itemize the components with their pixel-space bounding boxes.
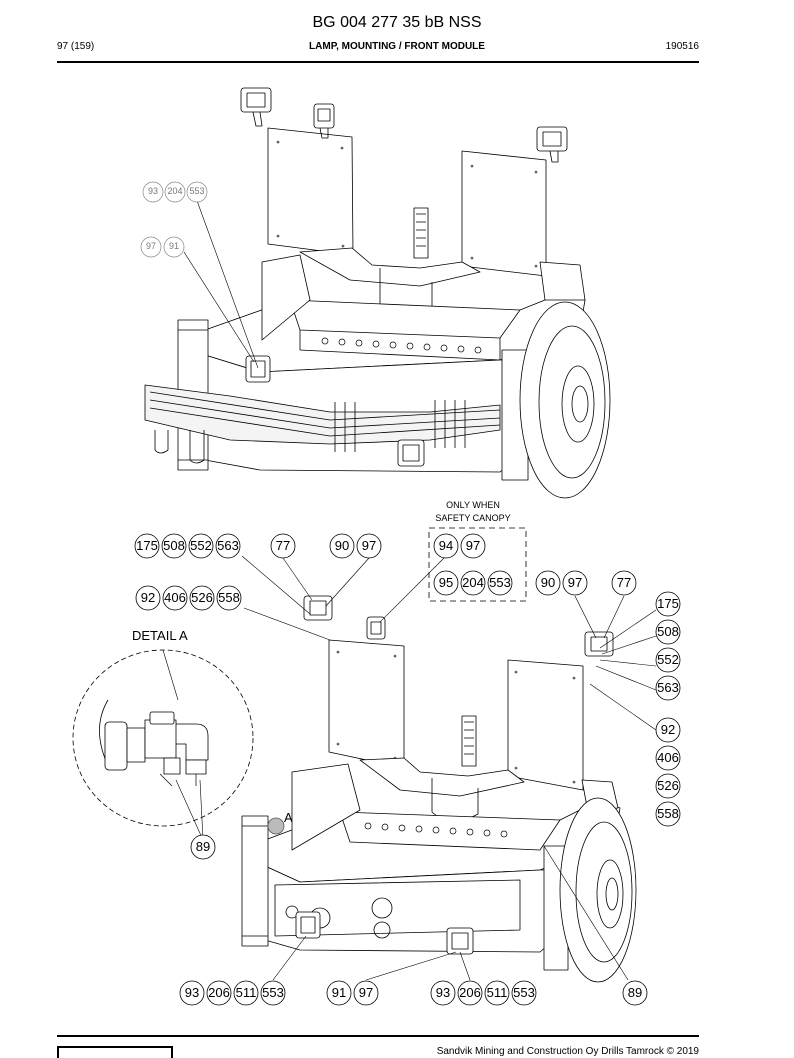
lower-balloon-label: 94 xyxy=(438,537,454,553)
lower-balloon-label: 206 xyxy=(208,984,230,1000)
lower-balloon-label: 91 xyxy=(331,984,347,1000)
lamp-icon xyxy=(313,103,335,139)
lower-balloon-label: 95 xyxy=(438,574,454,590)
upper-balloon-label: 93 xyxy=(147,186,158,197)
lower-balloon-label: 90 xyxy=(334,537,350,553)
section-title: LAMP, MOUNTING / FRONT MODULE xyxy=(309,41,485,52)
lower-balloon-label: 406 xyxy=(164,589,186,605)
lower-balloon-label: 97 xyxy=(358,984,374,1000)
upper-assembly xyxy=(144,87,611,499)
lower-balloon-label: 552 xyxy=(190,537,212,553)
upper-balloon-label: 553 xyxy=(189,186,205,197)
lower-balloon-label: 175 xyxy=(657,595,679,611)
lower-balloon-label: 553 xyxy=(489,574,511,590)
page-number: 97 (159) xyxy=(57,41,95,52)
detail-a-label: DETAIL A xyxy=(132,628,188,643)
lower-balloon-label: 511 xyxy=(235,984,257,1000)
lower-balloon-label: 526 xyxy=(191,589,213,605)
lower-balloon-label: 563 xyxy=(657,679,679,695)
lower-balloon-label: 553 xyxy=(262,984,284,1000)
lower-balloon-label: 93 xyxy=(184,984,200,1000)
lower-balloon-label: 89 xyxy=(627,984,643,1000)
lower-balloon-label: 558 xyxy=(218,589,240,605)
lower-balloon-label: 89 xyxy=(195,838,211,854)
footer-rule xyxy=(57,1035,699,1037)
lower-balloon-label: 90 xyxy=(540,574,556,590)
lower-balloon-label: 553 xyxy=(513,984,535,1000)
lower-balloon-label: 93 xyxy=(435,984,451,1000)
lower-balloon-label: 97 xyxy=(361,537,377,553)
lower-balloon-label: 204 xyxy=(462,574,484,590)
lower-balloon-label: 206 xyxy=(459,984,481,1000)
lamp-icon xyxy=(397,439,425,467)
lamp-icon xyxy=(446,927,474,955)
lower-balloon-label: 508 xyxy=(163,537,185,553)
header-rule xyxy=(57,61,699,63)
lower-balloon-label: 77 xyxy=(616,574,632,590)
upper-balloons xyxy=(140,181,208,258)
safety-canopy-note: SAFETY CANOPY xyxy=(435,513,511,523)
lamp-icon xyxy=(240,87,272,127)
footer-copyright: Sandvik Mining and Construction Oy Drill… xyxy=(436,1046,699,1057)
lower-balloon-label: 97 xyxy=(465,537,481,553)
upper-balloon-label: 204 xyxy=(167,186,183,197)
sandvik-logo xyxy=(57,1046,173,1058)
lower-balloon-label: 563 xyxy=(217,537,239,553)
lamp-icon xyxy=(536,126,568,163)
lower-balloon-label: 558 xyxy=(657,805,679,821)
lamp-icon xyxy=(584,631,614,657)
detail-a-marker: A xyxy=(284,810,293,825)
document-number: BG 004 277 35 bB NSS xyxy=(312,14,482,31)
lower-balloon-label: 511 xyxy=(486,984,508,1000)
lower-balloon-label: 508 xyxy=(657,623,679,639)
lower-balloon-label: 97 xyxy=(567,574,583,590)
lower-balloons xyxy=(134,533,681,1006)
lower-balloon-label: 406 xyxy=(657,749,679,765)
lower-balloon-label: 92 xyxy=(140,589,156,605)
lamp-icon xyxy=(245,355,271,383)
lower-assembly xyxy=(72,527,657,983)
upper-balloon-label: 91 xyxy=(168,241,179,252)
lamp-icon xyxy=(295,911,321,939)
lower-balloon-label: 526 xyxy=(657,777,679,793)
lamp-icon xyxy=(366,616,386,640)
upper-balloon-label: 97 xyxy=(145,241,156,252)
lower-balloon-label: 552 xyxy=(657,651,679,667)
lower-balloon-label: 175 xyxy=(136,537,158,553)
date-code: 190516 xyxy=(665,41,699,52)
lower-balloon-label: 92 xyxy=(660,721,676,737)
lower-balloon-label: 77 xyxy=(275,537,291,553)
only-when-note: ONLY WHEN xyxy=(446,500,500,510)
lamp-icon xyxy=(303,595,333,621)
